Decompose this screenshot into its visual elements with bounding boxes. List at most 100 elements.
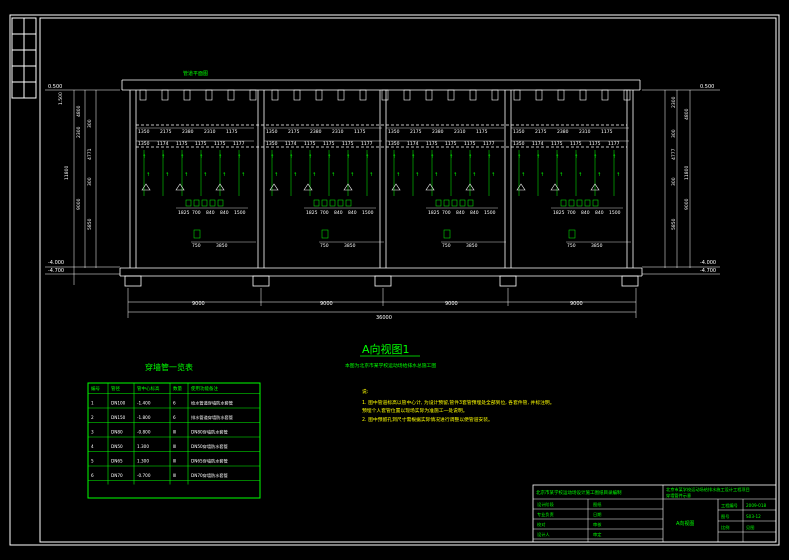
table-cell: DN50穿墙防水套管 <box>191 443 228 450</box>
title-block-val: 见图 <box>746 525 754 531</box>
title-block-key: 图号 <box>721 514 729 520</box>
table-header: 编号 <box>91 385 100 392</box>
table-cell: Ⅲ <box>173 473 176 478</box>
row3-dim: 840 <box>334 210 343 216</box>
row4-dim: 3850 <box>466 243 478 249</box>
title-block-value: 审核 <box>593 521 602 528</box>
table-cell: 5 <box>91 459 94 464</box>
table-cell: DN70穿墙防水套管 <box>191 472 228 479</box>
row1-dim: 2380 <box>432 129 444 135</box>
pipe-tag: ↑ <box>274 172 278 178</box>
svg-text:2. 图中预留孔洞尺寸需根据实际情况进行调整以便管道安装。: 2. 图中预留孔洞尺寸需根据实际情况进行调整以便管道安装。 <box>362 416 493 423</box>
row2-dim: 1177 <box>608 141 620 147</box>
pipe-tag: ↑ <box>559 172 563 178</box>
row3-dim: 1500 <box>609 210 621 216</box>
table-header: 管径 <box>111 385 120 392</box>
row3-dim: 840 <box>456 210 465 216</box>
total-dimension: 36000 <box>376 315 392 321</box>
binding-strip <box>11 17 37 99</box>
vertical-dim-label: 300 <box>671 177 677 186</box>
structure-elevation <box>119 79 643 287</box>
vertical-dim-label: 1.500 <box>58 92 64 105</box>
vertical-dim-label: 4800 <box>684 108 690 120</box>
row2-dim: 1350 <box>513 141 525 147</box>
row4-dim: 3850 <box>216 243 228 249</box>
row1-dim: 1175 <box>601 129 613 135</box>
elevation-lines <box>45 89 720 275</box>
vertical-dim-label: 2300 <box>76 126 82 138</box>
row2-dim: 1350 <box>138 141 150 147</box>
row1-dim: 2310 <box>204 129 216 135</box>
elevation-labels: 0.500 0.500 -4.000 -4.700 -4.000 -4.700 <box>48 84 716 274</box>
row4-dim: 750 <box>442 243 451 249</box>
pipe-tag: ↑ <box>453 172 457 178</box>
row2-dim: 1175 <box>323 141 335 147</box>
row2-dim: 1174 <box>532 141 544 147</box>
row1-dim: 1350 <box>138 129 150 135</box>
title-block-label: 校对 <box>537 521 545 528</box>
row2-dim: 1174 <box>407 141 419 147</box>
title-block-value: 审定 <box>593 531 601 538</box>
vertical-dim-label: 11800 <box>64 166 70 180</box>
table-cell: -1.800 <box>137 415 151 420</box>
svg-text:-4.000: -4.000 <box>48 260 64 266</box>
row3-dim: 840 <box>595 210 604 216</box>
row3-dim: 840 <box>581 210 590 216</box>
vertical-dim-label: 2300 <box>671 96 677 108</box>
row3-dim: 700 <box>192 210 201 216</box>
pipe-tag: ↑ <box>491 172 495 178</box>
table-cell: DN80 <box>111 430 123 435</box>
row1-dim: 1175 <box>476 129 488 135</box>
table-cell: DN80穿墙防水套管 <box>191 429 228 436</box>
row1-dim: 2380 <box>182 129 194 135</box>
svg-text:-4.700: -4.700 <box>48 268 64 274</box>
row2-dim: 1175 <box>445 141 457 147</box>
pipe-tag: ↑ <box>396 172 400 178</box>
row4-dim: 750 <box>320 243 329 249</box>
table-cell: -0.800 <box>137 430 151 435</box>
row2-dim: 1175 <box>426 141 438 147</box>
table-cell: DN100 <box>111 401 126 406</box>
vertical-dim-label: 300 <box>87 119 93 128</box>
row3-dim: 1500 <box>484 210 496 216</box>
row1-dim: 2175 <box>160 129 172 135</box>
inner-border <box>39 17 777 543</box>
svg-text:-4.700: -4.700 <box>700 268 716 274</box>
bay-dim: 9000 <box>570 301 583 307</box>
table-cell: 4 <box>91 444 94 449</box>
row3-dim: 1825 <box>428 210 440 216</box>
row2-dim: 1175 <box>589 141 601 147</box>
row3-dim: 1825 <box>178 210 190 216</box>
title-block-val: 2009-018 <box>746 503 766 508</box>
row1-dim: 1350 <box>513 129 525 135</box>
pipe-tag: ↑ <box>597 172 601 178</box>
title-block-label: 设计人 <box>537 531 550 538</box>
pipe-tag: ↑ <box>540 172 544 178</box>
table-cell: 1.300 <box>137 459 149 464</box>
svg-text:-4.000: -4.000 <box>700 260 716 266</box>
row1-dim: 1175 <box>226 129 238 135</box>
row3-dim: 700 <box>567 210 576 216</box>
row1-dim: 1350 <box>388 129 400 135</box>
table-cell: 6 <box>173 401 176 406</box>
title-block: 北京市某学校运动场设计施工图纸目录编制北京市某学校运动场给排水施工设计工程项目穿… <box>532 484 777 543</box>
notes: 说: 1. 图中管道标高以管中心计, 为设计预留,管件3套管预埋处全部到位, 各… <box>362 388 555 423</box>
pipe-tag: ↑ <box>312 172 316 178</box>
vertical-dim-label: 4800 <box>76 105 82 117</box>
row4-dim: 750 <box>567 243 576 249</box>
row3-dim: 700 <box>442 210 451 216</box>
sheet-name: 穿墙管件示意 <box>666 492 691 499</box>
bay-dim: 9000 <box>445 301 458 307</box>
row3-dim: 840 <box>470 210 479 216</box>
project-name: 北京市某学校运动场给排水施工设计工程项目 <box>666 486 750 493</box>
table-cell: 6 <box>173 415 176 420</box>
row2-dim: 1177 <box>361 141 373 147</box>
row3-dim: 840 <box>206 210 215 216</box>
vertical-dim-label: 9000 <box>76 198 82 210</box>
table-cell: -1.400 <box>137 401 151 406</box>
row2-dim: 1174 <box>285 141 297 147</box>
